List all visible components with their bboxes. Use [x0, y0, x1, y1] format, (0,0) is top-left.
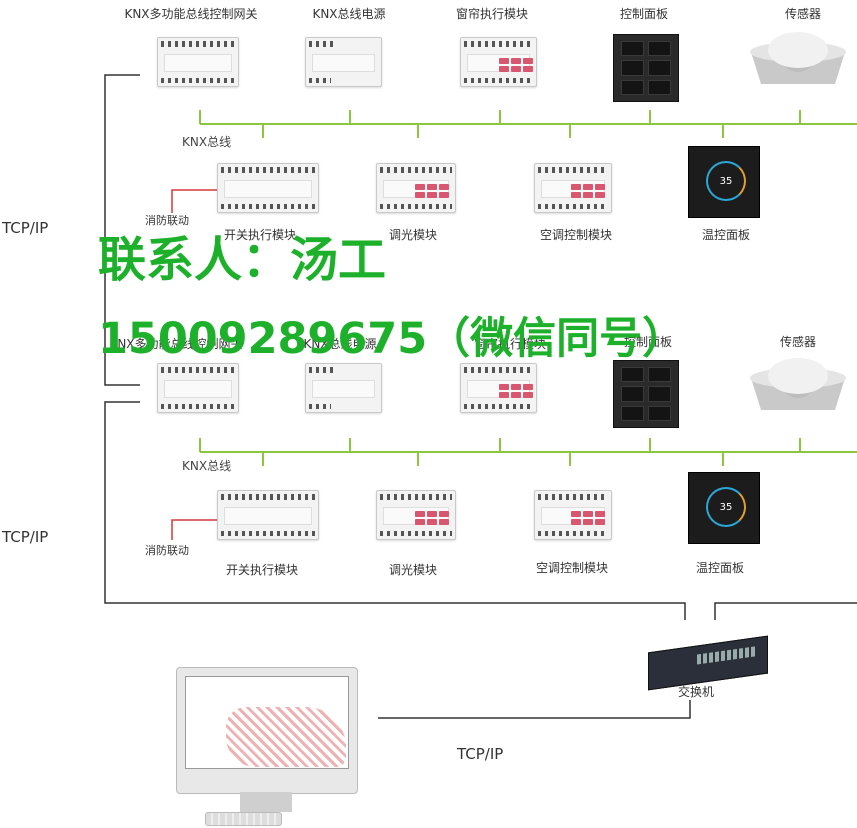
thermostat-panel-device-2: 35 — [688, 472, 760, 544]
tcp-label-3: TCP/IP — [457, 745, 504, 763]
keyboard — [205, 812, 282, 826]
label-ac-module-2: 空调控制模块 — [535, 561, 609, 575]
sensor-device — [750, 32, 846, 84]
tcp-bracket-1 — [104, 74, 140, 386]
sensor-device-2 — [750, 358, 846, 410]
power-device-2 — [305, 363, 382, 413]
tcp-bracket-2 — [104, 401, 686, 620]
fire-link-1 — [171, 189, 220, 213]
label-switch-module-2: 开关执行模块 — [225, 563, 299, 577]
label-switch-module: 开关执行模块 — [223, 228, 297, 242]
thermostat-panel-device: 35 — [688, 146, 760, 218]
label-thermostat: 温控面板 — [701, 228, 751, 242]
fire-label-1: 消防联动 — [145, 214, 189, 227]
gateway-device — [157, 37, 239, 87]
ac-module-device — [534, 163, 612, 213]
label-curtain-2: 窗帘执行模块 — [473, 337, 547, 351]
label-panel: 控制面板 — [619, 7, 669, 21]
watermark-contact: 联系人：汤工 — [98, 232, 387, 288]
curtain-device — [460, 37, 537, 87]
dimmer-module-device-2 — [376, 490, 456, 540]
dimmer-module-device — [376, 163, 456, 213]
knx-bus-label-2: KNX总线 — [182, 459, 232, 473]
fire-label-2: 消防联动 — [145, 544, 189, 557]
label-dimmer-module: 调光模块 — [388, 228, 438, 242]
tcp-label-1: TCP/IP — [2, 219, 49, 237]
label-gateway: KNX多功能总线控制网关 — [124, 7, 258, 21]
power-device — [305, 37, 382, 87]
monitor-stand — [240, 792, 292, 812]
watermark-phone: 15009289675（微信同号） — [98, 314, 686, 364]
label-sensor: 传感器 — [784, 7, 822, 21]
label-gateway-2: KNX多功能总线控制网关 — [109, 337, 243, 351]
label-ac-module: 空调控制模块 — [539, 228, 613, 242]
control-panel-device-2 — [613, 360, 679, 428]
knx-bus-label-1: KNX总线 — [182, 135, 232, 149]
fire-link-2 — [171, 519, 220, 540]
thermostat-temp: 35 — [706, 161, 746, 201]
thermostat-temp-2: 35 — [706, 487, 746, 527]
tcp-label-2: TCP/IP — [2, 528, 49, 546]
label-panel-2: 控制面板 — [623, 335, 673, 349]
switch-module-device-2 — [217, 490, 319, 540]
label-thermostat-2: 温控面板 — [695, 561, 745, 575]
ac-module-device-2 — [534, 490, 612, 540]
switch-module-device — [217, 163, 319, 213]
label-network-switch: 交换机 — [677, 685, 715, 699]
gateway-device-2 — [157, 363, 239, 413]
monitor-computer — [176, 667, 358, 794]
tcp-link-monitor — [378, 700, 691, 719]
label-power: KNX总线电源 — [312, 7, 386, 21]
label-dimmer-module-2: 调光模块 — [388, 563, 438, 577]
control-panel-device — [613, 34, 679, 102]
label-power-2: KNX总线电源 — [303, 337, 377, 351]
label-curtain: 窗帘执行模块 — [455, 7, 529, 21]
label-sensor-2: 传感器 — [779, 335, 817, 349]
curtain-device-2 — [460, 363, 537, 413]
